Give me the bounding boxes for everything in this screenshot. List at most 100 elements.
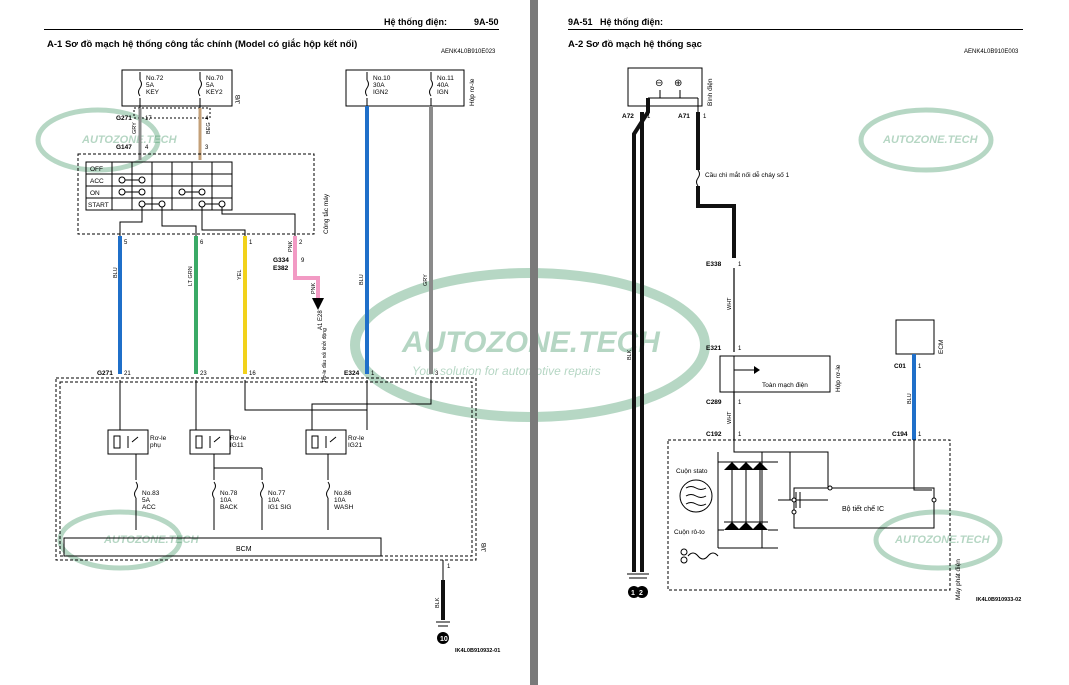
svg-text:1: 1 — [249, 240, 253, 246]
fuse-72-symbol — [138, 79, 142, 97]
right-header-rule — [568, 29, 1023, 30]
ignition-switch-box — [77, 153, 315, 235]
svg-text:WHT: WHT — [727, 297, 733, 310]
svg-text:1: 1 — [631, 590, 635, 597]
svg-text:5A: 5A — [142, 497, 151, 504]
svg-text:No.78: No.78 — [220, 490, 238, 497]
svg-text:BLU: BLU — [113, 267, 119, 278]
svg-text:3: 3 — [205, 145, 209, 151]
svg-text:9: 9 — [301, 258, 305, 264]
ignition-switch-circuit-diagram: AUTOZONE.TECH Your solution for automoti… — [35, 69, 530, 654]
battery-neg-icon: ⊖ — [655, 78, 663, 89]
circuit-label: Toàn mạch điện — [762, 382, 808, 389]
conn-e321: E321 — [706, 345, 722, 352]
svg-text:BLK: BLK — [627, 349, 633, 360]
left-page: Hệ thống điện: 9A-50 A-1 Sơ đồ mạch hệ t… — [0, 0, 530, 685]
conn-a72: A72 — [622, 113, 634, 120]
svg-text:10A: 10A — [268, 497, 280, 504]
svg-text:1: 1 — [447, 564, 451, 570]
conn-g271-bottom: G271 — [97, 370, 113, 377]
svg-text:4: 4 — [145, 145, 149, 151]
svg-text:1: 1 — [738, 400, 742, 406]
svg-text:No.83: No.83 — [142, 490, 160, 497]
relay-ig21 — [305, 429, 347, 455]
ground-10-badge — [437, 632, 449, 644]
relay-ig11 — [189, 429, 231, 455]
svg-text:IGN2: IGN2 — [373, 89, 389, 96]
svg-text:No.77: No.77 — [268, 490, 286, 497]
svg-text:5: 5 — [124, 240, 128, 246]
svg-text:1: 1 — [647, 114, 651, 120]
switch-row-on: ON — [90, 190, 100, 197]
battery-pos-icon: ⊕ — [674, 78, 682, 89]
svg-text:1: 1 — [738, 346, 742, 352]
fusible-link-label: Cầu chì mắt nối dễ cháy số 1 — [705, 170, 790, 179]
conn-g147: G147 — [116, 144, 132, 151]
conn-e338: E338 — [706, 261, 722, 268]
svg-text:2: 2 — [639, 590, 643, 597]
right-page-number: 9A-51 — [568, 17, 593, 27]
svg-text:GRY: GRY — [423, 274, 429, 286]
conn-c289: C289 — [706, 399, 722, 406]
svg-text:1: 1 — [371, 371, 375, 377]
svg-text:BLK: BLK — [435, 597, 441, 608]
ic-regulator-box — [793, 487, 935, 529]
watermark-tagline: Your solution for automotive repairs — [412, 364, 530, 378]
right-doc-code: AENK4L0B910E003 — [964, 49, 1019, 55]
left-figure-code: IK4L0B910932-01 — [455, 648, 500, 654]
svg-text:30A: 30A — [373, 82, 385, 89]
svg-text:GRY: GRY — [132, 122, 138, 134]
fuse-70-rating: 5A — [206, 82, 215, 89]
svg-text:WHT: WHT — [727, 411, 733, 424]
relay-box-label-right: Hộp rơ-le — [835, 364, 842, 392]
svg-text:IG21: IG21 — [348, 442, 362, 449]
svg-text:IG11: IG11 — [230, 442, 244, 449]
left-doc-code: AENK4L0B910E023 — [441, 49, 496, 55]
fuse-10-symbol — [365, 79, 369, 97]
right-section-title: A-2 Sơ đồ mạch hệ thống sạc — [568, 39, 702, 50]
ignition-switch-label: Công tắc máy — [321, 193, 330, 234]
svg-text:40A: 40A — [437, 82, 449, 89]
svg-text:PNK: PNK — [288, 240, 294, 252]
capacitor-symbol — [778, 492, 801, 508]
svg-text:WASH: WASH — [334, 504, 354, 511]
conn-c194: C194 — [892, 431, 908, 438]
svg-text:17: 17 — [145, 116, 152, 122]
relay-phu — [107, 429, 149, 455]
svg-text:2: 2 — [299, 240, 303, 246]
conn-c01: C01 — [894, 363, 906, 370]
watermark-brand-small: AUTOZONE.TECH — [81, 134, 178, 146]
svg-text:1: 1 — [738, 432, 742, 438]
svg-text:AUTOZONE.TECH: AUTOZONE.TECH — [882, 134, 979, 146]
bcm-box — [63, 537, 382, 557]
svg-text:LT GRN: LT GRN — [188, 266, 194, 286]
svg-text:10: 10 — [440, 636, 448, 643]
rotor-coil-icon — [687, 552, 719, 560]
svg-text:BLU: BLU — [907, 393, 913, 404]
fuse-70-symbol — [198, 79, 202, 97]
conn-c192: C192 — [706, 431, 722, 438]
svg-text:1: 1 — [918, 364, 922, 370]
fuse-70-no: No.70 — [206, 75, 224, 82]
right-header-title: Hệ thống điện: — [600, 17, 663, 27]
page-gutter — [530, 0, 538, 685]
fuse-11-symbol — [429, 79, 433, 97]
svg-text:10A: 10A — [220, 497, 232, 504]
battery-label: Bình điện — [707, 78, 714, 106]
svg-text:BEG: BEG — [206, 122, 212, 134]
jb-fuse-box — [121, 69, 233, 107]
ground-note: Rơ-le đầu nối khởi động — [321, 328, 328, 382]
svg-text:6: 6 — [200, 240, 204, 246]
charging-system-circuit-diagram: AUTOZONE.TECH Your solution for automoti… — [538, 67, 1021, 603]
left-section-title: A-1 Sơ đồ mạch hệ thống công tắc chính (… — [47, 39, 358, 50]
watermark-brand: AUTOZONE.TECH — [401, 326, 530, 359]
ground-a1-arrow — [312, 298, 324, 310]
left-header-rule — [44, 29, 499, 30]
svg-text:Rơ-le: Rơ-le — [230, 435, 247, 442]
svg-text:ACC: ACC — [142, 504, 156, 511]
conn-g334: G334 — [273, 257, 289, 264]
bcm-label: BCM — [236, 546, 252, 553]
right-figure-code: IK4L0B910933-02 — [976, 597, 1021, 603]
alternator-box — [667, 439, 951, 591]
svg-text:23: 23 — [200, 371, 207, 377]
